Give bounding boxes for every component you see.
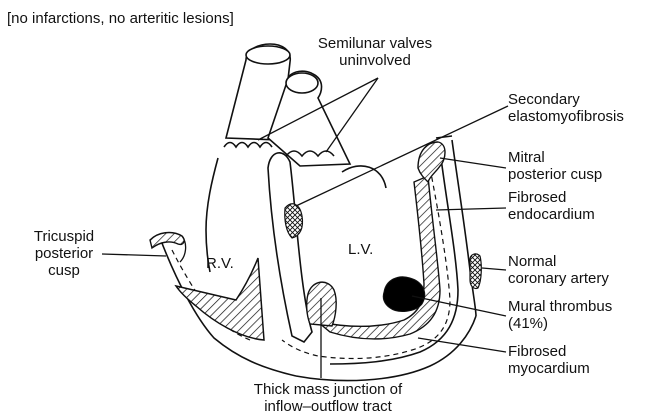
label-normal-coronary-line2: coronary artery [508,270,609,287]
pulmonary-valve-cusps [224,143,272,148]
mitral-posterior-cusp [418,142,445,182]
pulmonary-trunk-opening [246,46,290,64]
label-normal-coronary-line1: Normal [508,253,609,270]
leader-normal-coronary [482,268,506,270]
label-fibrosed-endo-line1: Fibrosed [508,189,595,206]
label-fibrosed-myocardium: Fibrosed myocardium [508,343,590,377]
label-semilunar-valves: Semilunar valves uninvolved [306,35,444,69]
interventricular-septum [268,153,312,342]
left-outer-wall [452,140,476,316]
label-right-ventricle: R.V. [206,255,234,272]
label-tricuspid-line3: cusp [24,262,104,279]
label-normal-coronary-artery: Normal coronary artery [508,253,609,287]
leader-semilunar-right [326,78,378,152]
label-mitral-line2: posterior cusp [508,166,602,183]
label-mitral-line1: Mitral [508,149,602,166]
leader-tricuspid [102,254,166,256]
normal-coronary-artery [470,254,481,289]
label-thick-mass-line1: Thick mass junction of [240,381,416,398]
label-tricuspid-posterior-cusp: Tricuspid posterior cusp [24,228,104,279]
label-thick-mass-line2: inflow–outflow tract [240,398,416,415]
aortic-opening [286,73,318,93]
label-tricuspid-line2: posterior [24,245,104,262]
label-mitral-posterior-cusp: Mitral posterior cusp [508,149,602,183]
label-left-ventricle: L.V. [348,241,373,258]
label-fibrosed-endo-line2: endocardium [508,206,595,223]
label-semilunar-line2: uninvolved [306,52,444,69]
label-fibrosed-myo-line2: myocardium [508,360,590,377]
leader-mitral [440,158,506,168]
label-semilunar-line1: Semilunar valves [306,35,444,52]
lv-fibrosed-endocardium [318,176,440,339]
label-secondary-line1: Secondary [508,91,624,108]
label-tricuspid-line1: Tricuspid [24,228,104,245]
leader-fibrosed-endocardium [436,208,506,210]
label-mural-line2: (41%) [508,315,612,332]
label-mural-thrombus: Mural thrombus (41%) [508,298,612,332]
label-mural-line1: Mural thrombus [508,298,612,315]
label-thick-mass-junction: Thick mass junction of inflow–outflow tr… [240,381,416,415]
label-fibrosed-myo-line1: Fibrosed [508,343,590,360]
mural-thrombus [383,277,424,312]
left-ventricle-upper-wall [342,166,386,188]
label-secondary-line2: elastomyofibrosis [508,108,624,125]
label-fibrosed-endocardium: Fibrosed endocardium [508,189,595,223]
tricuspid-posterior-cusp [150,233,184,248]
leader-fibrosed-myocardium [418,338,506,352]
label-secondary-elastomyofibrosis: Secondary elastomyofibrosis [508,91,624,125]
